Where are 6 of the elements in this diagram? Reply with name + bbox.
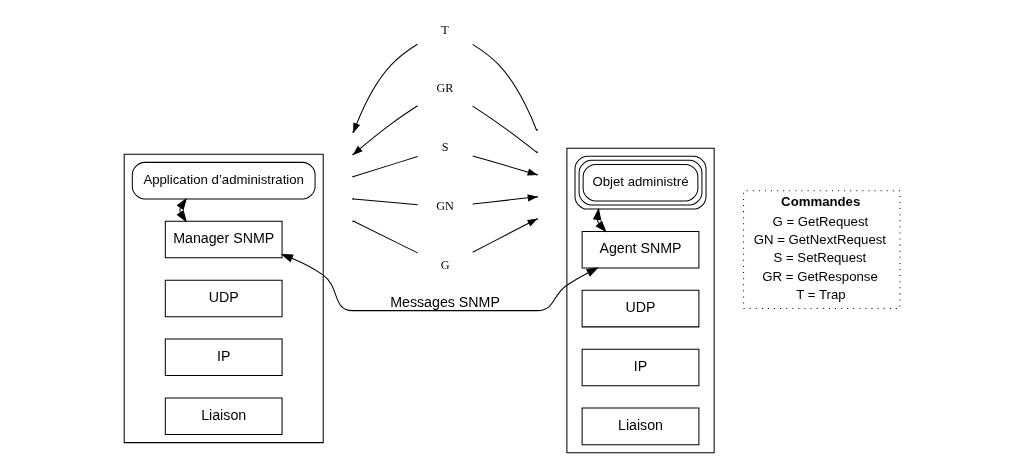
label: GR	[436, 81, 454, 96]
label: S	[441, 140, 448, 155]
label: G	[440, 258, 449, 273]
label: GN	[435, 199, 454, 214]
edge-label: Messages SNMP	[389, 293, 500, 310]
label: T	[440, 22, 449, 37]
